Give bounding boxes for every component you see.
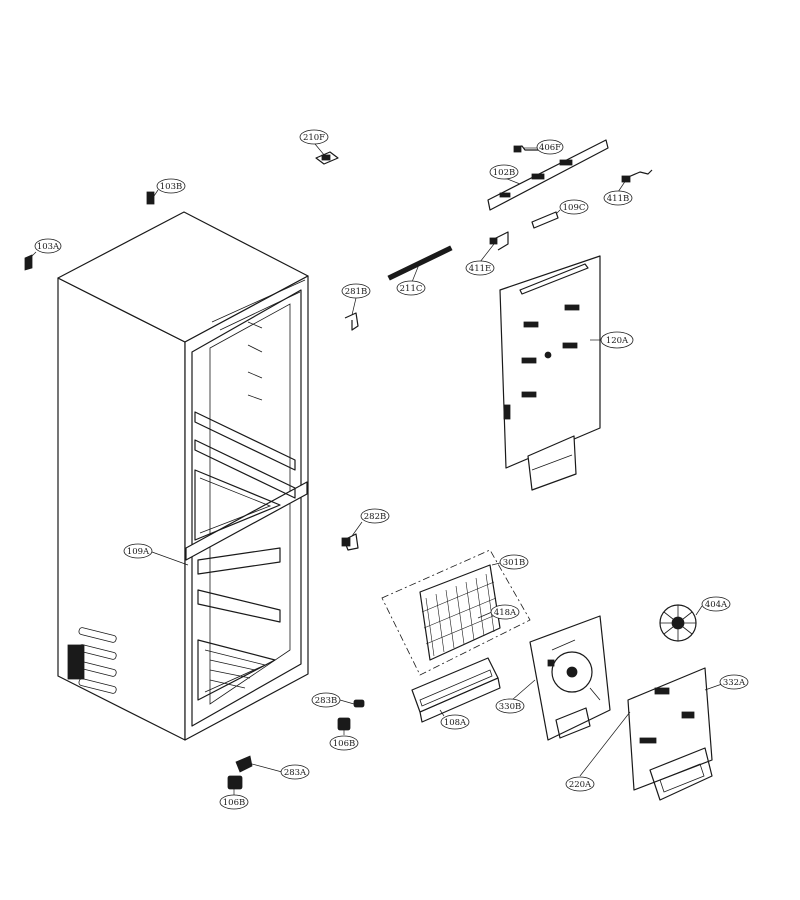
callout-283B: 283B (311, 692, 341, 708)
part-411E-icon (489, 231, 509, 251)
callout-406F: 406F (536, 139, 564, 155)
callout-418A: 418A (490, 604, 520, 620)
callout-label: 411B (607, 194, 629, 204)
part-406F-icon (513, 145, 538, 153)
callout-label: 103B (160, 182, 182, 192)
part-330B-fan-shroud (529, 615, 611, 741)
callout-label: 211C (400, 284, 423, 294)
part-108A-drain-pan (411, 657, 501, 723)
part-109C-icon (531, 211, 559, 229)
callout-label: 404A (705, 600, 728, 610)
callout-103B: 103B (156, 178, 186, 194)
callout-label: 103A (37, 242, 60, 252)
callout-211C: 211C (396, 280, 426, 296)
callout-label: 332A (723, 678, 746, 688)
cabinet-vents (67, 627, 117, 694)
callout-label: 108A (444, 718, 467, 728)
callout-label: 120A (606, 336, 629, 346)
callout-103A: 103A (34, 238, 62, 254)
callout-108A: 108A (440, 714, 470, 730)
callout-label: 283B (315, 696, 337, 706)
part-404A-fan (659, 604, 697, 642)
callout-283A: 283A (280, 764, 310, 780)
callout-404A: 404A (701, 596, 731, 612)
leader-lines (29, 143, 723, 795)
callout-332A: 332A (719, 674, 749, 690)
callout-102B: 102B (489, 164, 519, 180)
part-332A-rear-panel (627, 667, 713, 801)
part-103B-icon (146, 191, 155, 205)
callout-label: 220A (569, 780, 592, 790)
callout-282B: 282B (360, 508, 390, 524)
callout-label: 281B (345, 287, 367, 297)
callout-label: 210F (303, 133, 325, 143)
part-211C-icon (387, 245, 453, 281)
callout-label: 418A (494, 608, 517, 618)
part-120A-evaporator-cover (499, 255, 601, 491)
callout-210F: 210F (299, 129, 329, 145)
callout-220A: 220A (565, 776, 595, 792)
part-103A-icon (24, 254, 33, 271)
callout-label: 109A (127, 547, 150, 557)
callout-106B-upper: 106B (329, 735, 359, 751)
callout-label: 411E (469, 264, 491, 274)
part-283B-icon (353, 699, 365, 708)
callout-label: 406F (539, 143, 561, 153)
callout-label: 106B (333, 739, 355, 749)
part-411B-icon (621, 169, 653, 183)
part-282B-icon (341, 533, 359, 551)
callout-330B: 330B (495, 698, 525, 714)
callout-120A: 120A (600, 331, 634, 349)
part-106B-lower-icon (227, 775, 243, 790)
callout-label: 283A (284, 768, 307, 778)
part-281B-icon (344, 312, 359, 331)
part-283A-icon (235, 755, 253, 773)
callout-label: 102B (493, 168, 515, 178)
callout-109C: 109C (559, 199, 589, 215)
callout-411B: 411B (603, 190, 633, 206)
refrigerator-cabinet (57, 211, 309, 741)
callout-label: 106B (223, 798, 245, 808)
callout-281B: 281B (341, 283, 371, 299)
callout-label: 109C (563, 203, 586, 213)
part-301B-evaporator-assembly (381, 549, 531, 676)
callout-411E: 411E (465, 260, 495, 276)
callout-label: 282B (364, 512, 386, 522)
callout-301B: 301B (499, 554, 529, 570)
part-102B-icon (487, 139, 609, 211)
callout-label: 301B (503, 558, 525, 568)
callout-109A: 109A (123, 543, 153, 559)
part-210F-icon (315, 151, 339, 165)
evaporator-fins (421, 573, 499, 657)
callout-label: 330B (499, 702, 521, 712)
part-106B-upper-icon (337, 717, 351, 731)
callout-106B-lower: 106B (219, 794, 249, 810)
